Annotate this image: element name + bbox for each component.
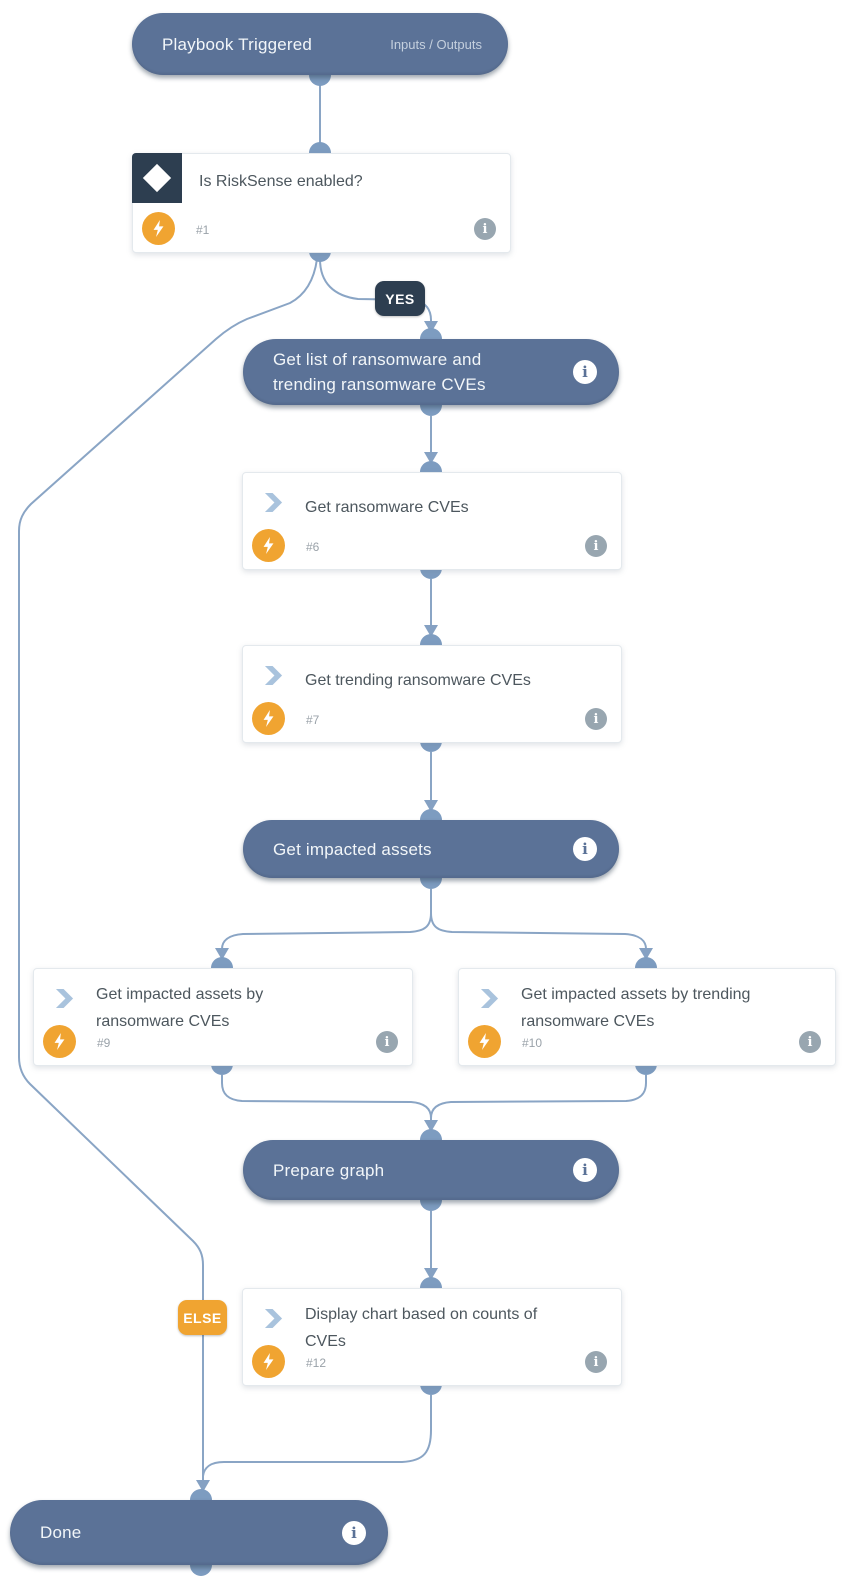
lightning-icon (252, 702, 285, 735)
branch-label-text: YES (385, 290, 415, 307)
action-chevron-icon (264, 665, 283, 691)
lightning-icon (468, 1025, 501, 1058)
action-chevron-icon (55, 988, 74, 1014)
lightning-icon (43, 1025, 76, 1058)
action-chevron-icon (264, 492, 283, 518)
node-title: Playbook Triggered (162, 34, 313, 54)
group-node-get-impacted-assets[interactable]: Get impacted assets (243, 820, 619, 878)
step-number: #6 (306, 540, 320, 554)
node-title: Get impacted assets by trending ransomwa… (521, 986, 751, 1030)
decision-diamond-icon (142, 163, 172, 193)
else-branch-label: ELSE (178, 1300, 227, 1335)
node-title: Get list of ransomware and trending rans… (273, 350, 486, 394)
group-node-get-list-cves[interactable]: Get list of ransomware and trending rans… (243, 339, 619, 405)
step-node-impacted-by-ransomware[interactable]: Get impacted assets by ransomware CVEs #… (33, 968, 413, 1066)
step-node-impacted-by-trending[interactable]: Get impacted assets by trending ransomwa… (458, 968, 836, 1066)
group-node-prepare-graph[interactable]: Prepare graph (243, 1140, 619, 1200)
node-title: Get impacted assets (273, 839, 432, 859)
node-title: Get impacted assets by ransomware CVEs (96, 986, 264, 1030)
step-node-display-chart[interactable]: Display chart based on counts of CVEs #1… (242, 1288, 622, 1386)
info-icon[interactable] (799, 1031, 821, 1053)
inputs-outputs-link[interactable]: Inputs / Outputs (390, 36, 482, 52)
decision-node-risksense[interactable]: Is RiskSense enabled? #1 (132, 153, 511, 253)
action-chevron-icon (264, 1308, 283, 1334)
step-node-get-trending-cves[interactable]: Get trending ransomware CVEs #7 (242, 645, 622, 743)
info-icon[interactable] (474, 218, 496, 240)
done-node[interactable]: Done (10, 1500, 388, 1565)
info-icon[interactable] (585, 535, 607, 557)
info-icon[interactable] (585, 708, 607, 730)
info-icon[interactable] (573, 360, 597, 384)
lightning-icon (142, 212, 175, 245)
playbook-trigger-node[interactable]: Playbook Triggered Inputs / Outputs (132, 13, 508, 75)
info-icon[interactable] (573, 1158, 597, 1182)
node-title: Get ransomware CVEs (305, 499, 469, 516)
lightning-icon (252, 529, 285, 562)
step-number: #12 (306, 1356, 327, 1370)
step-number: #1 (196, 223, 210, 237)
action-chevron-icon (480, 988, 499, 1014)
node-title: Done (40, 1523, 82, 1542)
step-number: #10 (522, 1036, 543, 1050)
info-icon[interactable] (585, 1351, 607, 1373)
info-icon[interactable] (376, 1031, 398, 1053)
step-node-get-ransomware-cves[interactable]: Get ransomware CVEs #6 (242, 472, 622, 570)
yes-branch-label: YES (375, 281, 425, 316)
node-title: Display chart based on counts of CVEs (305, 1306, 538, 1350)
info-icon[interactable] (573, 837, 597, 861)
step-number: #9 (97, 1036, 111, 1050)
branch-label-text: ELSE (183, 1309, 222, 1326)
step-number: #7 (306, 713, 320, 727)
decision-icon-box (132, 153, 182, 203)
lightning-icon (252, 1345, 285, 1378)
node-title: Is RiskSense enabled? (199, 173, 363, 190)
node-title: Get trending ransomware CVEs (305, 672, 531, 689)
node-title: Prepare graph (273, 1160, 385, 1180)
arrowheads (196, 321, 653, 1492)
info-icon[interactable] (342, 1520, 366, 1545)
